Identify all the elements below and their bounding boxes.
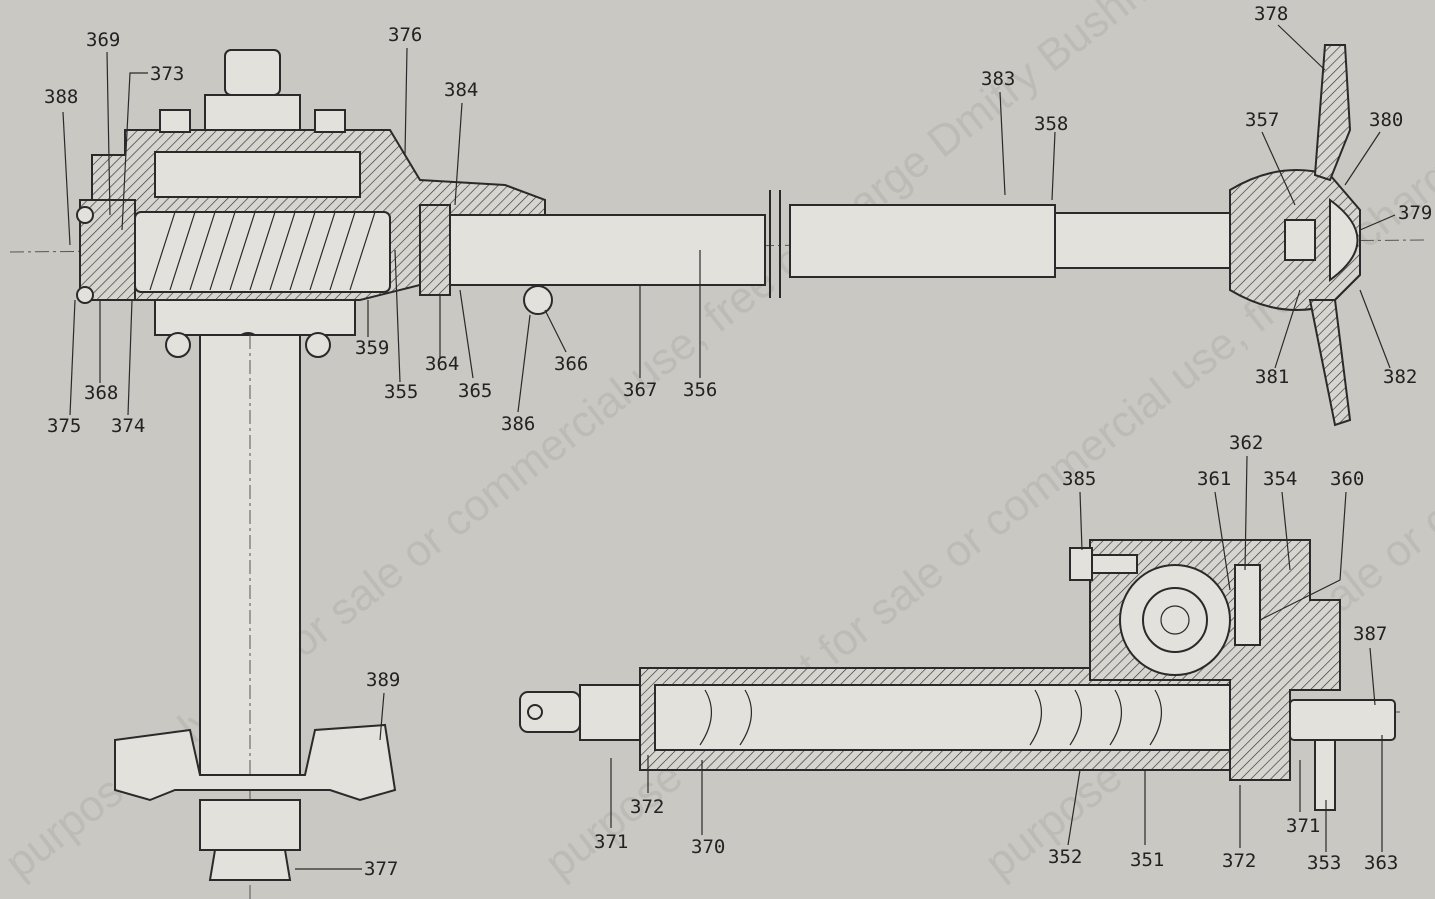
label-376: 376 [388,24,422,46]
label-372-right: 372 [1222,850,1256,872]
label-361: 361 [1197,468,1231,490]
label-379: 379 [1398,202,1432,224]
label-356: 356 [683,379,717,401]
label-371-right: 371 [1286,815,1320,837]
label-383: 383 [981,68,1015,90]
label-375: 375 [47,415,81,437]
label-353: 353 [1307,852,1341,874]
bottom-section-view [519,539,1400,811]
leader-lines [62,24,1396,870]
top-section-view [9,44,1426,899]
label-384: 384 [444,79,478,101]
label-358: 358 [1034,113,1068,135]
label-373: 373 [150,63,184,85]
label-364: 364 [425,353,459,375]
label-362: 362 [1229,432,1263,454]
label-377: 377 [364,858,398,880]
label-354: 354 [1263,468,1297,490]
label-357: 357 [1245,109,1279,131]
label-371-left: 371 [594,831,628,853]
label-372-left: 372 [630,796,664,818]
label-355: 355 [384,381,418,403]
label-378: 378 [1254,3,1288,25]
label-382: 382 [1383,366,1417,388]
label-381: 381 [1255,366,1289,388]
label-368: 368 [84,382,118,404]
label-387: 387 [1353,623,1387,645]
label-389: 389 [366,669,400,691]
label-386: 386 [501,413,535,435]
label-380: 380 [1369,109,1403,131]
label-352: 352 [1048,846,1082,868]
label-363: 363 [1364,852,1398,874]
label-369: 369 [86,29,120,51]
label-385: 385 [1062,468,1096,490]
label-359: 359 [355,337,389,359]
label-351: 351 [1130,849,1164,871]
label-388: 388 [44,86,78,108]
label-370: 370 [691,836,725,858]
label-367: 367 [623,379,657,401]
label-374: 374 [111,415,145,437]
part-number-labels: 388 369 373 376 384 383 358 378 357 380 … [44,3,1432,880]
label-366: 366 [554,353,588,375]
label-360: 360 [1330,468,1364,490]
label-365: 365 [458,380,492,402]
